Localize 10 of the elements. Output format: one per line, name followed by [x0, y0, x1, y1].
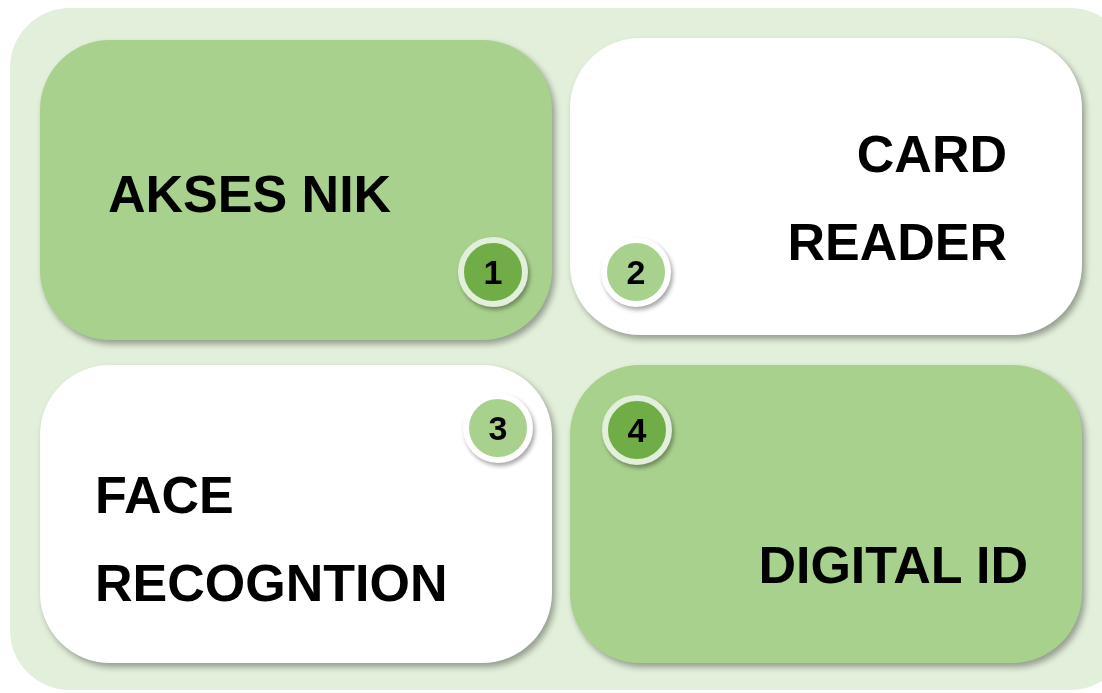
rounded-card — [570, 38, 1082, 335]
card-title: FACE RECOGNTION — [95, 465, 449, 614]
step-number: 4 — [602, 395, 672, 465]
step-number: 1 — [458, 237, 528, 307]
rounded-card — [570, 365, 1082, 663]
card-title: AKSES NIK — [108, 164, 393, 225]
rounded-card — [40, 40, 552, 340]
rounded-card — [40, 365, 552, 663]
card-title: DIGITAL ID — [757, 535, 1028, 596]
card-title: CARD READER — [786, 124, 1007, 273]
